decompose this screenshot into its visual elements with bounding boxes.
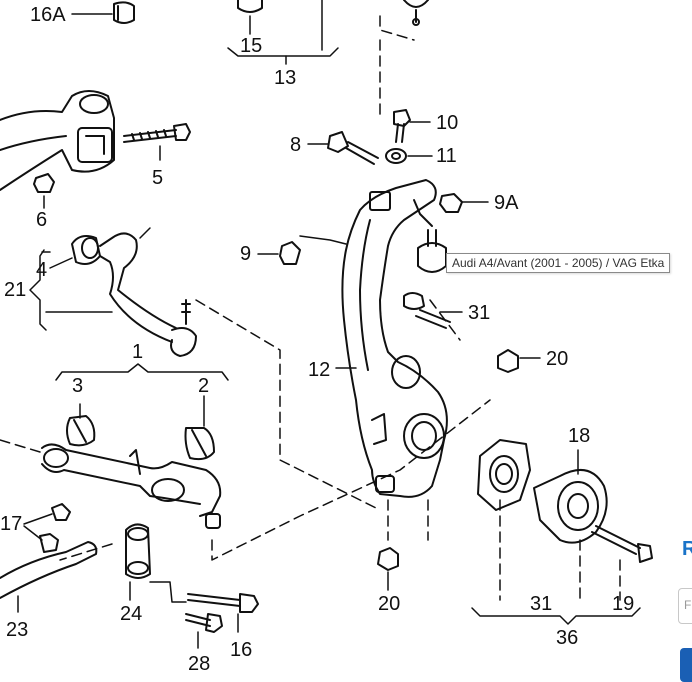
label-23: 23	[6, 619, 28, 641]
label-1: 1	[132, 341, 143, 363]
label-4: 4	[36, 259, 47, 281]
label-17: 17	[0, 513, 22, 535]
label-6: 6	[36, 209, 47, 231]
nut-6	[33, 173, 55, 209]
clipped-input-placeholder: F	[684, 598, 692, 612]
label-24: 24	[120, 603, 142, 625]
upper-control-arm	[49, 227, 197, 357]
label-9: 9	[240, 243, 251, 265]
label-20-lower: 20	[378, 593, 400, 615]
label-9A: 9A	[494, 192, 519, 214]
label-19: 19	[612, 593, 634, 615]
bolt-16	[149, 581, 259, 633]
bracket-1	[55, 363, 229, 381]
clipped-heading-letter: R	[682, 538, 692, 560]
wheel-bearing	[477, 439, 531, 511]
label-2: 2	[198, 375, 209, 397]
bolt-19	[591, 525, 653, 563]
bolt-31-upper	[403, 292, 463, 329]
lower-control-arm	[41, 395, 222, 529]
label-31-lower: 31	[530, 593, 552, 615]
bolt-10	[393, 109, 431, 143]
bracket-21	[29, 249, 113, 331]
label-36: 36	[556, 627, 578, 649]
clipped-input-field[interactable]: F	[678, 588, 692, 624]
nut-20-lower	[377, 547, 399, 591]
label-10: 10	[436, 112, 458, 134]
callout-labels: 16A 15 13 10 11 8 5 6 9A 9 4 21 31 1 12 …	[0, 4, 634, 675]
label-13: 13	[274, 67, 296, 89]
steering-knuckle	[341, 179, 448, 498]
label-31-upper: 31	[468, 302, 490, 324]
subframe	[0, 90, 115, 191]
bolt-16a	[71, 1, 135, 24]
label-21: 21	[4, 279, 26, 301]
label-3: 3	[72, 375, 83, 397]
bolt-8	[307, 131, 379, 165]
upper-joint-stud	[379, 0, 429, 121]
label-15: 15	[240, 35, 262, 57]
ball-joint	[413, 199, 447, 273]
nut-9a	[439, 193, 489, 213]
bracket-13	[227, 0, 339, 65]
dashed-leaders	[0, 299, 621, 601]
label-28: 28	[188, 653, 210, 675]
bolt-28	[185, 613, 223, 649]
wheel-hub	[533, 449, 608, 544]
label-16: 16	[230, 639, 252, 661]
label-16A: 16A	[30, 4, 66, 26]
clipped-button[interactable]	[680, 648, 692, 682]
stabilizer-bar	[0, 541, 98, 613]
nut-15	[237, 0, 263, 35]
bracket-36	[471, 607, 641, 625]
label-20-upper: 20	[546, 348, 568, 370]
label-11: 11	[436, 145, 457, 167]
nuts-17	[23, 503, 71, 553]
nut-9	[257, 235, 347, 265]
label-18: 18	[568, 425, 590, 447]
bolt-5	[123, 123, 191, 161]
nut-20-upper	[497, 349, 541, 373]
label-8: 8	[290, 134, 301, 156]
label-12: 12	[308, 359, 330, 381]
washer-11	[385, 148, 433, 164]
image-tooltip: Audi A4/Avant (2001 - 2005) / VAG Etka	[446, 253, 671, 273]
stabilizer-link	[125, 523, 151, 601]
label-5: 5	[152, 167, 163, 189]
